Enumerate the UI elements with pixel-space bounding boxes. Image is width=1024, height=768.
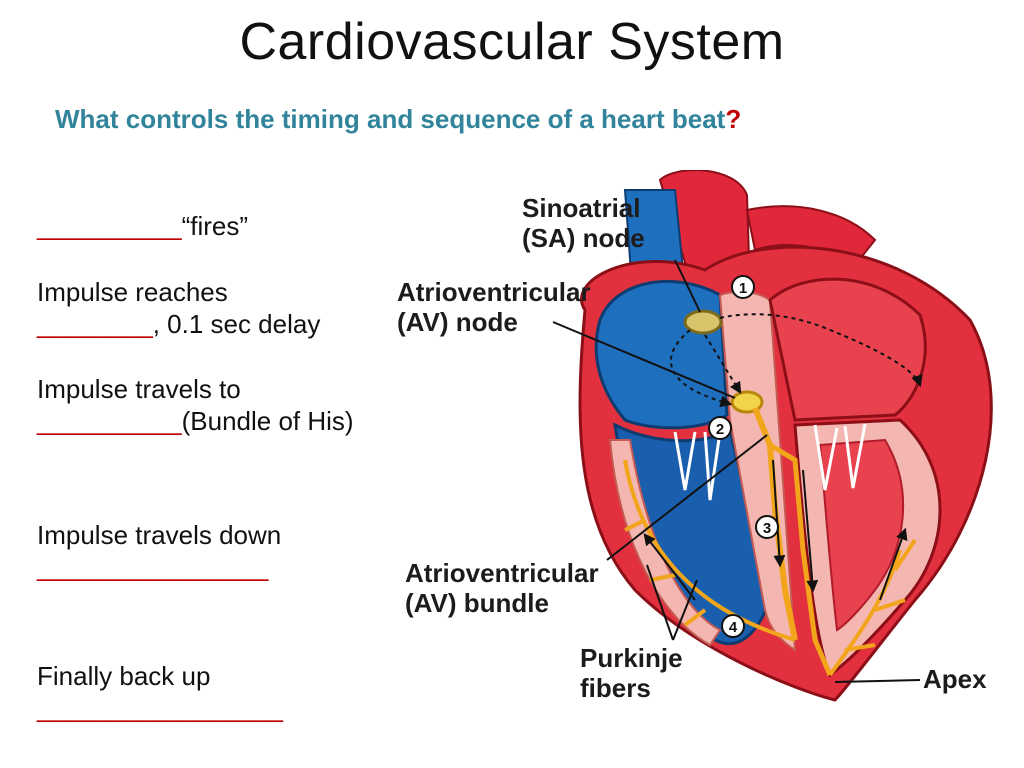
- blank-3: __________: [37, 406, 182, 436]
- step-back-up: Finally back up _________________: [37, 660, 377, 724]
- step-av-node: Impulse reaches ________, 0.1 sec delay: [37, 276, 377, 340]
- heart-conduction-diagram: 1 2 3 4 Sinoatrial (SA) node Atrioventri…: [375, 169, 1015, 748]
- left-atrium: [768, 277, 927, 422]
- impulse-arrow-up-left: [643, 533, 696, 601]
- step-3-text: Impulse travels to: [37, 374, 241, 404]
- step-2-text: Impulse reaches: [37, 277, 228, 307]
- blank-1: __________: [37, 211, 182, 241]
- step-badge-3: 3: [755, 515, 779, 539]
- step-4-text: Impulse travels down: [37, 520, 282, 550]
- leader-av-bundle: [606, 434, 768, 561]
- right-atrium: [594, 279, 729, 430]
- purkinje-right: [623, 459, 796, 642]
- step-5-text: Finally back up: [37, 661, 211, 691]
- question-text: What controls the timing and sequence of…: [55, 104, 726, 134]
- leader-av-node: [552, 321, 736, 399]
- label-av-bundle-2: (AV) bundle: [405, 588, 549, 618]
- left-bundle: [768, 442, 833, 676]
- leader-purkinje-b: [646, 564, 674, 641]
- av-bundle: [752, 406, 798, 641]
- question-subtitle: What controls the timing and sequence of…: [55, 104, 741, 135]
- step-number-4: 4: [729, 619, 738, 636]
- label-purkinje-1: Purkinje: [580, 643, 683, 673]
- label-av-bundle-1: Atrioventricular: [405, 558, 599, 588]
- label-sa-node-1: Sinoatrial: [522, 193, 640, 223]
- leader-sa-node: [674, 259, 701, 313]
- sa-node: [683, 309, 723, 335]
- purkinje-left: [828, 538, 917, 677]
- impulse-arrow-down: [772, 459, 786, 568]
- impulse-arrow-down-left: [802, 469, 819, 593]
- blank-4: ________________: [37, 552, 269, 582]
- blank-5: _________________: [37, 693, 283, 723]
- step-badge-2: 2: [708, 416, 732, 440]
- leader-apex: [834, 679, 921, 683]
- impulse-arrow-sa-to-la: [719, 313, 923, 388]
- heart-illustration: 1 2 3 4 Sinoatrial (SA) node Atrioventri…: [397, 169, 993, 703]
- step-number-1: 1: [739, 280, 747, 297]
- step-down: Impulse travels down ________________: [37, 519, 377, 583]
- step-1-text: “fires”: [181, 211, 249, 241]
- step-number-3: 3: [763, 520, 771, 537]
- label-av-node-2: (AV) node: [397, 307, 518, 337]
- step-sa-fires: __________“fires”: [37, 210, 377, 242]
- blank-2: ________: [37, 309, 153, 339]
- step-number-2: 2: [716, 421, 724, 438]
- pulmonary-artery: [745, 205, 877, 267]
- step-badge-4: 4: [721, 614, 745, 638]
- label-apex: Apex: [923, 664, 987, 694]
- label-sa-node-2: (SA) node: [522, 223, 645, 253]
- tricuspid-valve: [673, 431, 722, 501]
- step-2-after: , 0.1 sec delay: [152, 309, 321, 339]
- mitral-valve: [813, 423, 867, 491]
- label-purkinje-2: fibers: [580, 673, 651, 703]
- left-ventricle-cavity: [818, 438, 905, 632]
- step-3-after: (Bundle of His): [181, 406, 354, 436]
- question-mark: ?: [725, 104, 742, 134]
- label-av-node-1: Atrioventricular: [397, 277, 591, 307]
- impulse-arrow-sa-to-av: [704, 334, 742, 395]
- leader-purkinje-a: [672, 579, 698, 641]
- slide-title: Cardiovascular System: [239, 13, 785, 71]
- impulse-arrow-up-right: [879, 527, 908, 601]
- step-bundle: Impulse travels to __________(Bundle of …: [37, 373, 367, 437]
- step-badge-1: 1: [731, 275, 755, 299]
